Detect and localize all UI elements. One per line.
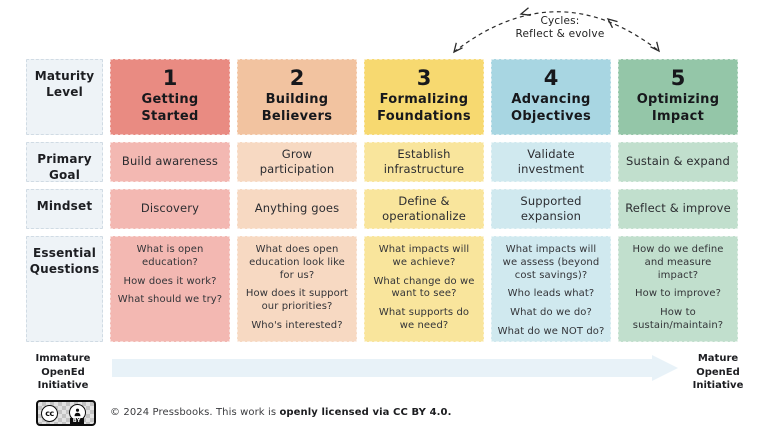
level-number: 4 [543,66,559,90]
question: What impacts will we achieve? [378,244,470,268]
row-label-essential-questions: Essential Questions [26,236,103,342]
cycles-title: Cycles: [540,15,580,27]
question: What is open education? [136,244,204,268]
mindset-cell-level-4: Supported expansion [491,189,611,229]
questions-cell-level-3: What impacts will we achieve? What change… [364,236,484,342]
level-name: Optimizing Impact [636,92,720,124]
column-header-level-1: 1 Getting Started [110,59,230,135]
question: How does it support our priorities? [245,288,349,313]
level-number: 5 [670,66,686,90]
column-header-level-5: 5 Optimizing Impact [618,59,738,135]
question: Who's interested? [251,319,343,331]
maturity-matrix: Maturity Level 1 Getting Started 2 Build… [26,59,738,342]
level-number: 3 [416,66,432,90]
questions-cell-level-1: What is open education? How does it work?… [110,236,230,342]
column-header-level-3: 3 Formalizing Foundations [364,59,484,135]
cc-by-license-badge[interactable]: cc BY [36,400,96,426]
question: How to improve? [635,288,721,300]
by-tag-label: BY [69,418,84,424]
row-label-primary-goal: Primary Goal [26,142,103,182]
column-header-level-2: 2 Building Believers [237,59,357,135]
question: What do we do? [510,307,592,319]
mindset-cell-level-5: Reflect & improve [618,189,738,229]
maturity-arrow-icon [112,355,678,381]
mindset-cell-level-2: Anything goes [237,189,357,229]
level-number: 1 [162,66,178,90]
question: What does open education look like for u… [249,244,345,281]
level-name: Getting Started [141,92,199,124]
cycles-arc-icon [453,7,660,54]
level-name: Formalizing Foundations [377,92,471,124]
license-link[interactable]: openly licensed via CC BY 4.0 [279,407,448,418]
cycles-annotation: Cycles: Reflect & evolve [495,15,625,42]
goal-cell-level-3: Establish infrastructure [364,142,484,182]
level-number: 2 [289,66,305,90]
question: How to sustain/maintain? [632,307,724,331]
question: How do we define and measure impact? [632,244,724,281]
question: What should we try? [117,294,223,306]
mindset-cell-level-3: Define & operationalize [364,189,484,229]
question: How does it work? [123,275,217,287]
mature-initiative-label: Mature OpenEd Initiative [692,353,744,391]
row-label-mindset: Mindset [26,189,103,229]
license-text-prefix: © 2024 Pressbooks. This work is [110,407,280,418]
goal-cell-level-2: Grow participation [237,142,357,182]
level-name: Advancing Objectives [510,92,592,124]
immature-initiative-label: Immature OpenEd Initiative [35,353,91,391]
questions-cell-level-4: What impacts will we assess (beyond cost… [491,236,611,342]
goal-cell-level-1: Build awareness [110,142,230,182]
cycles-subtitle: Reflect & evolve [515,28,605,41]
question: What change do we want to see? [373,275,475,300]
cc-logo-icon: cc [41,404,58,422]
mindset-cell-level-1: Discovery [110,189,230,229]
question: Who leads what? [507,288,595,300]
questions-cell-level-5: How do we define and measure impact? How … [618,236,738,342]
goal-cell-level-4: Validate investment [491,142,611,182]
question: What supports do we need? [378,307,470,331]
row-label-maturity-level: Maturity Level [26,59,103,135]
level-name: Building Believers [261,92,333,124]
license-statement: © 2024 Pressbooks. This work is openly l… [110,407,452,418]
question: What do we NOT do? [497,325,605,337]
question: What impacts will we assess (beyond cost… [502,244,600,281]
attribution-person-icon [69,403,86,421]
license-text-suffix: . [447,407,452,418]
column-header-level-4: 4 Advancing Objectives [491,59,611,135]
goal-cell-level-5: Sustain & expand [618,142,738,182]
questions-cell-level-2: What does open education look like for u… [237,236,357,342]
